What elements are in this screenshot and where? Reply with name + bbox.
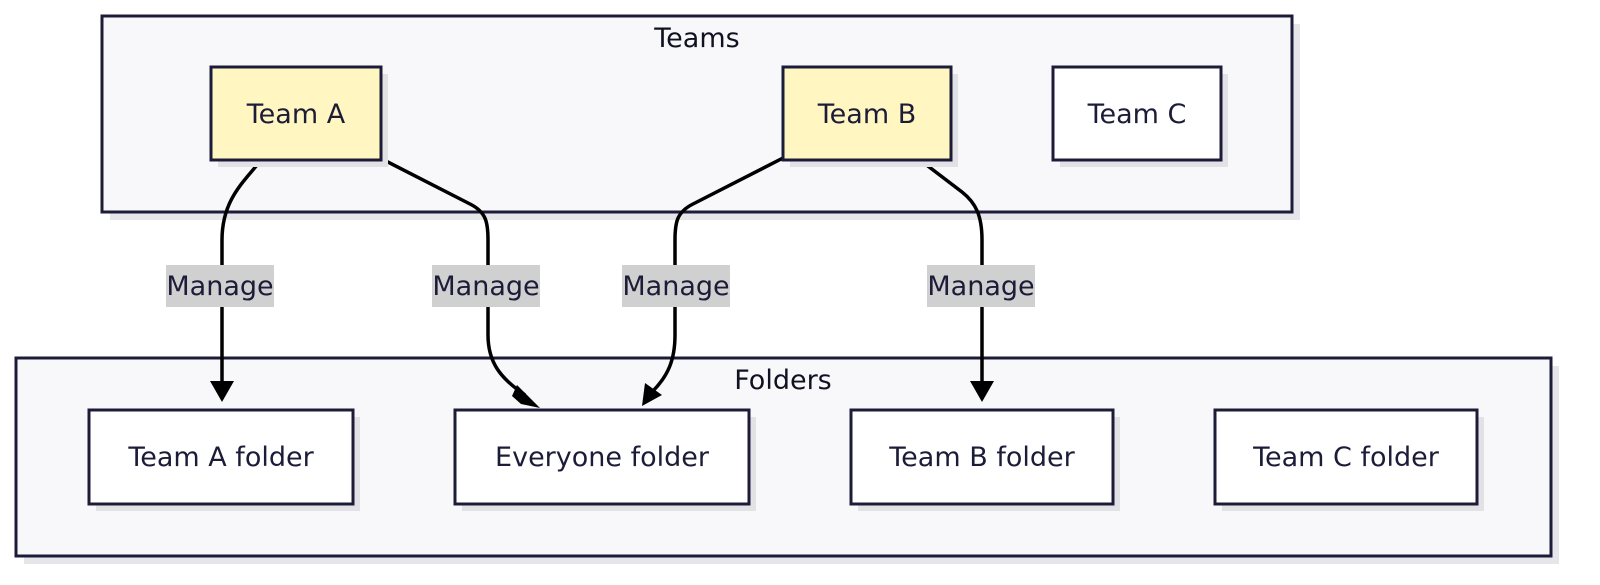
arrow-head xyxy=(210,381,234,402)
edge-label-team-a-team-a-folder: Manage xyxy=(166,271,273,302)
node-team-a-folder-box[interactable] xyxy=(87,408,355,506)
arrow-head xyxy=(512,385,540,408)
arrow-head xyxy=(642,383,662,406)
node-team-a-label: Team A xyxy=(246,99,346,130)
node-team-c-folder-label: Team C folder xyxy=(1252,442,1440,473)
node-team-a-folder[interactable]: Team A folder xyxy=(87,408,360,511)
edge-label-bg xyxy=(927,265,1035,307)
node-team-b-folder-label: Team B folder xyxy=(888,442,1075,473)
node-everyone-folder-box[interactable] xyxy=(453,408,751,506)
node-team-c-label: Team C xyxy=(1087,99,1187,130)
edge-labels: Manage Manage Manage Manage xyxy=(166,265,1035,307)
node-team-c-box[interactable] xyxy=(1051,65,1223,162)
folders-group-title: Folders xyxy=(734,365,832,396)
teams-group-title: Teams xyxy=(653,23,739,54)
node-everyone-folder-label: Everyone folder xyxy=(495,442,710,473)
node-team-b[interactable]: Team B xyxy=(781,65,958,167)
edge-label-bg xyxy=(622,265,730,307)
node-everyone-folder[interactable]: Everyone folder xyxy=(453,408,756,511)
arrow-head xyxy=(970,381,994,402)
node-team-a-folder-label: Team A folder xyxy=(127,442,314,473)
node-team-b-folder[interactable]: Team B folder xyxy=(849,408,1120,511)
edge-label-bg xyxy=(432,265,540,307)
node-team-a-box[interactable] xyxy=(209,65,383,162)
node-team-c[interactable]: Team C xyxy=(1051,65,1228,167)
node-team-b-box[interactable] xyxy=(781,65,953,162)
edge-label-team-b-everyone-folder: Manage xyxy=(622,271,729,302)
edge-label-team-b-team-b-folder: Manage xyxy=(927,271,1034,302)
node-team-a[interactable]: Team A xyxy=(209,65,388,167)
node-team-b-label: Team B xyxy=(817,99,916,130)
edge-team-b-to-team-b-folder xyxy=(918,158,984,385)
edge-label-team-a-everyone-folder: Manage xyxy=(432,271,539,302)
node-team-c-folder[interactable]: Team C folder xyxy=(1213,408,1484,511)
node-team-b-folder-box[interactable] xyxy=(849,408,1115,506)
node-team-c-folder-box[interactable] xyxy=(1213,408,1479,506)
edge-label-bg xyxy=(166,265,274,307)
